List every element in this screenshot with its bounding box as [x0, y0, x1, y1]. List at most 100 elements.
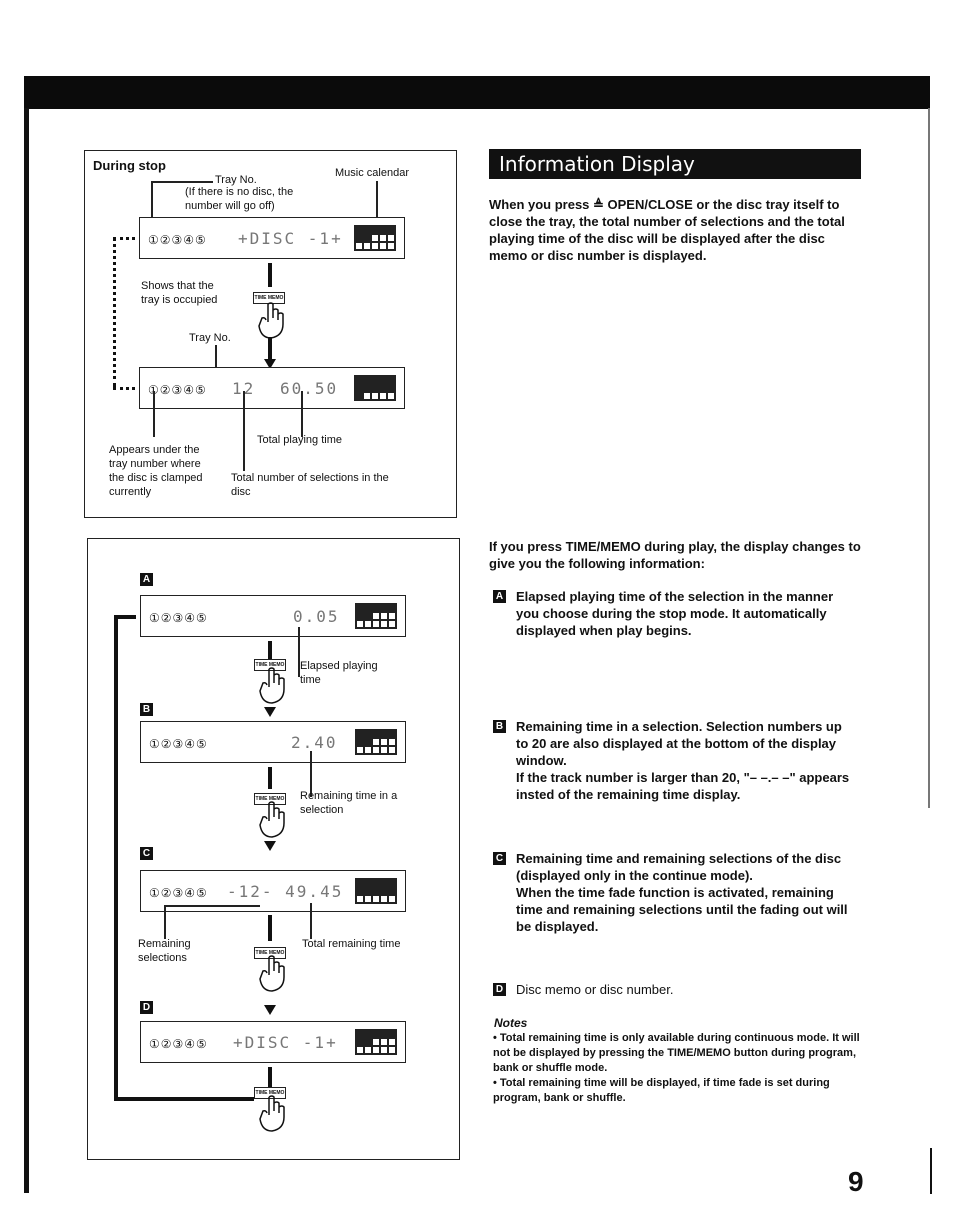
flow-bar-c	[268, 915, 272, 941]
caption-c-right: Total remaining time	[302, 938, 401, 950]
item-d-badge: D	[493, 983, 506, 996]
display-remaining-all: -12- 49.45	[227, 882, 344, 901]
flow-arrow-b	[264, 841, 276, 851]
tray-indicators: ①②③④⑤	[148, 233, 207, 247]
appears-pointer	[153, 391, 155, 437]
total-remaining-pointer	[310, 903, 312, 939]
time-memo-button-a: TIME MEMO	[254, 659, 286, 671]
display-time: 60.50	[280, 379, 339, 398]
loop-arrow-bottom	[113, 387, 135, 390]
display-disc-memo: +DISC -1+	[233, 1033, 338, 1052]
intro-paragraph: When you press ≜ OPEN/CLOSE or the disc …	[489, 197, 845, 263]
flow-arrow-a	[264, 707, 276, 717]
selections-pointer	[243, 391, 245, 471]
hand-press-icon	[258, 302, 284, 339]
tray-no-pointer	[215, 345, 217, 371]
item-c-text-2: When the time fade function is activated…	[516, 885, 848, 934]
badge-a: A	[140, 573, 153, 586]
tray-pointer-line	[151, 181, 213, 183]
flow-bar	[268, 263, 272, 287]
flow-bar-d	[268, 1067, 272, 1087]
note-1: • Total remaining time is only available…	[493, 1032, 860, 1074]
music-calendar-grid	[355, 603, 397, 629]
item-c-badge: C	[493, 852, 506, 865]
during-stop-panel: During stop Tray No. (If there is no dis…	[84, 150, 457, 518]
flow-arrow	[264, 359, 276, 369]
selections-pointer-h	[164, 905, 260, 907]
tray-indicators: ①②③④⑤	[149, 886, 208, 900]
music-calendar-grid	[355, 729, 397, 755]
caption-b: Remaining time in a selection	[300, 790, 398, 816]
item-b-text-2: If the track number is larger than 20, "…	[516, 770, 850, 802]
lcd-display-2: ①②③④⑤ 12 60.50	[139, 367, 405, 409]
tray-no-note: (If there is no disc, the number will go…	[185, 186, 294, 212]
selections-pointer-v	[164, 905, 166, 939]
item-a-text: Elapsed playing time of the selection in…	[516, 589, 834, 638]
tray-indicators: ①②③④⑤	[149, 1037, 208, 1051]
during-play-paragraph: If you press TIME/MEMO during play, the …	[489, 539, 861, 571]
lcd-display-a: ①②③④⑤ 0.05	[140, 595, 406, 637]
right-margin-rule	[928, 108, 930, 808]
notes-title: Notes	[494, 1016, 528, 1030]
music-calendar-label: Music calendar	[335, 167, 409, 179]
calendar-pointer-line	[376, 181, 378, 225]
total-playing-label: Total playing time	[257, 434, 342, 446]
lcd-display-d: ①②③④⑤ +DISC -1+	[140, 1021, 406, 1063]
loop-line-top	[114, 615, 136, 619]
during-play-panel: A ①②③④⑤ 0.05 TIME MEMO Elapsed playing t…	[87, 538, 460, 1160]
lcd-display-b: ①②③④⑤ 2.40	[140, 721, 406, 763]
hand-press-icon	[259, 801, 285, 838]
appears-label: Appears under the tray number where the …	[109, 444, 203, 498]
hand-press-icon	[259, 1095, 285, 1132]
badge-d: D	[140, 1001, 153, 1014]
item-a-badge: A	[493, 590, 506, 603]
tray-indicators: ①②③④⑤	[149, 611, 208, 625]
loop-arrow-top	[113, 237, 135, 240]
display-remaining: 2.40	[291, 733, 338, 752]
music-calendar-grid	[355, 878, 397, 904]
item-c-text-1: Remaining time and remaining selections …	[516, 851, 842, 883]
display-text: +DISC -1+	[238, 229, 343, 248]
loop-line	[114, 615, 118, 1099]
music-calendar-grid	[355, 1029, 397, 1055]
loop-line-bottom	[114, 1097, 254, 1101]
panel-heading: During stop	[93, 158, 166, 173]
time-memo-button-c: TIME MEMO	[254, 947, 286, 959]
item-b-text-1: Remaining time in a selection. Selection…	[516, 719, 842, 768]
tray-pointer-vline	[151, 181, 153, 239]
remaining-pointer	[310, 751, 312, 797]
page-number: 9	[848, 1166, 864, 1197]
item-b-badge: B	[493, 720, 506, 733]
shows-label: Shows that the tray is occupied	[141, 280, 218, 306]
time-memo-button-b: TIME MEMO	[254, 793, 286, 805]
music-calendar-grid	[354, 225, 396, 251]
flow-bar-b	[268, 767, 272, 789]
time-memo-button-d: TIME MEMO	[254, 1087, 286, 1099]
display-track: 12	[232, 379, 256, 398]
hand-press-icon	[259, 667, 285, 704]
tray-indicators: ①②③④⑤	[148, 383, 207, 397]
playing-pointer	[301, 391, 303, 437]
hand-press-icon	[259, 955, 285, 992]
display-elapsed: 0.05	[293, 607, 340, 626]
page-corner-rule	[930, 1148, 932, 1194]
music-calendar-grid	[354, 375, 396, 401]
flow-arrow-c	[264, 1005, 276, 1015]
tray-indicators: ①②③④⑤	[149, 737, 208, 751]
item-d-text: Disc memo or disc number.	[516, 982, 674, 997]
badge-c: C	[140, 847, 153, 860]
tray-no-label-2: Tray No.	[189, 332, 231, 344]
flow-bar-a	[268, 641, 272, 663]
elapsed-pointer	[298, 627, 300, 677]
flow-bar-2	[268, 337, 272, 361]
total-selections-label: Total number of selections in the disc	[231, 472, 389, 498]
loop-dotted-line	[113, 237, 120, 387]
tray-no-label: Tray No.	[215, 174, 257, 186]
section-title: Information Display	[489, 149, 861, 179]
lcd-display-1: ①②③④⑤ +DISC -1+	[139, 217, 405, 259]
badge-b: B	[140, 703, 153, 716]
header-bar	[24, 76, 930, 109]
caption-a: Elapsed playing time	[300, 660, 378, 686]
note-2: • Total remaining time will be displayed…	[493, 1077, 830, 1104]
caption-c-left: Remaining selections	[138, 938, 191, 964]
